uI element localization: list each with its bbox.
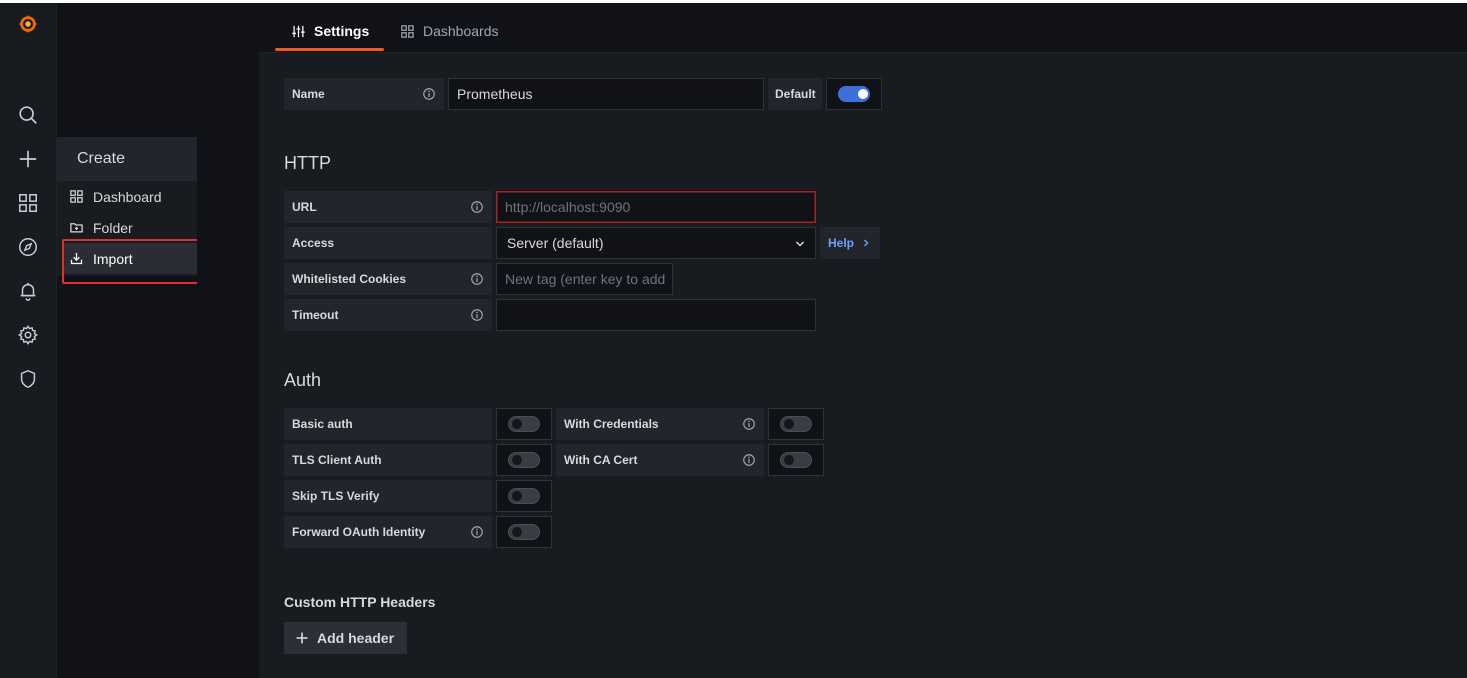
timeout-input[interactable] xyxy=(496,299,816,331)
forward-oauth-switch[interactable] xyxy=(508,524,540,540)
sidebar xyxy=(0,3,57,678)
create-menu: Create Dashboard Folder Import xyxy=(57,137,197,276)
with-ca-cert-switch[interactable] xyxy=(780,452,812,468)
default-switch[interactable] xyxy=(838,86,870,102)
with-credentials-toggle[interactable] xyxy=(768,408,824,440)
custom-headers-title: Custom HTTP Headers xyxy=(284,594,436,610)
settings-panel xyxy=(259,53,1467,678)
tab-bar xyxy=(259,3,1467,53)
forward-oauth-toggle[interactable] xyxy=(496,516,552,548)
access-select-value: Server (default) xyxy=(507,235,604,251)
tab-settings[interactable]: Settings xyxy=(291,12,369,50)
chevron-down-icon xyxy=(795,241,805,247)
explore-compass-icon[interactable] xyxy=(13,232,43,262)
folder-plus-icon xyxy=(70,223,83,233)
tab-settings-label: Settings xyxy=(314,23,370,39)
url-label: URL xyxy=(284,191,492,223)
add-header-button[interactable]: Add header xyxy=(284,622,407,654)
create-dashboard-item[interactable]: Dashboard xyxy=(63,181,197,212)
tls-client-auth-label: TLS Client Auth xyxy=(284,444,492,476)
whitelisted-cookies-input[interactable]: New tag (enter key to add xyxy=(496,263,673,295)
tls-client-auth-switch[interactable] xyxy=(508,452,540,468)
info-icon[interactable] xyxy=(742,417,756,431)
url-input[interactable]: http://localhost:9090 xyxy=(496,191,816,223)
skip-tls-verify-toggle[interactable] xyxy=(496,480,552,512)
access-label: Access xyxy=(284,227,492,259)
with-credentials-switch[interactable] xyxy=(780,416,812,432)
info-icon[interactable] xyxy=(470,272,484,286)
whitelisted-cookies-label: Whitelisted Cookies xyxy=(284,263,492,295)
default-toggle[interactable] xyxy=(826,78,882,110)
info-icon[interactable] xyxy=(742,453,756,467)
grafana-logo-icon[interactable] xyxy=(13,9,43,39)
bell-icon[interactable] xyxy=(13,276,43,306)
skip-tls-verify-label: Skip TLS Verify xyxy=(284,480,492,512)
dashboards-icon[interactable] xyxy=(13,188,43,218)
sliders-icon xyxy=(292,25,305,37)
with-ca-cert-toggle[interactable] xyxy=(768,444,824,476)
shield-icon[interactable] xyxy=(13,364,43,394)
tab-dashboards-label: Dashboards xyxy=(423,23,499,39)
basic-auth-label: Basic auth xyxy=(284,408,492,440)
create-folder-label: Folder xyxy=(93,219,133,236)
http-section-title: HTTP xyxy=(284,153,331,173)
basic-auth-toggle[interactable] xyxy=(496,408,552,440)
timeout-label: Timeout xyxy=(284,299,492,331)
import-item[interactable]: Import xyxy=(63,243,197,274)
info-icon[interactable] xyxy=(470,308,484,322)
import-label: Import xyxy=(93,250,133,267)
import-icon xyxy=(70,252,83,265)
search-icon[interactable] xyxy=(13,100,43,130)
with-ca-cert-label: With CA Cert xyxy=(556,444,764,476)
window-top-border xyxy=(0,0,1467,3)
name-input[interactable]: Prometheus xyxy=(448,78,764,110)
create-menu-header[interactable]: Create xyxy=(57,137,197,181)
basic-auth-switch[interactable] xyxy=(508,416,540,432)
tls-client-auth-toggle[interactable] xyxy=(496,444,552,476)
create-folder-item[interactable]: Folder xyxy=(63,212,197,243)
chevron-right-icon xyxy=(864,239,869,247)
help-button[interactable]: Help xyxy=(820,227,880,259)
plus-icon[interactable] xyxy=(13,144,43,174)
create-dashboard-label: Dashboard xyxy=(93,188,162,205)
with-credentials-label: With Credentials xyxy=(556,408,764,440)
dashboards-icon xyxy=(401,24,414,38)
skip-tls-verify-switch[interactable] xyxy=(508,488,540,504)
access-select[interactable]: Server (default) xyxy=(496,227,816,259)
info-icon[interactable] xyxy=(470,200,484,214)
info-icon[interactable] xyxy=(422,87,436,101)
active-tab-indicator xyxy=(275,48,384,51)
info-icon[interactable] xyxy=(470,525,484,539)
gear-icon[interactable] xyxy=(13,320,43,350)
auth-section-title: Auth xyxy=(284,370,322,390)
tab-dashboards[interactable]: Dashboards xyxy=(400,12,499,50)
name-label: Name xyxy=(284,78,444,110)
dashboards-icon xyxy=(70,190,83,203)
plus-icon xyxy=(296,632,308,644)
forward-oauth-label: Forward OAuth Identity xyxy=(284,516,492,548)
default-label: Default xyxy=(768,78,822,110)
